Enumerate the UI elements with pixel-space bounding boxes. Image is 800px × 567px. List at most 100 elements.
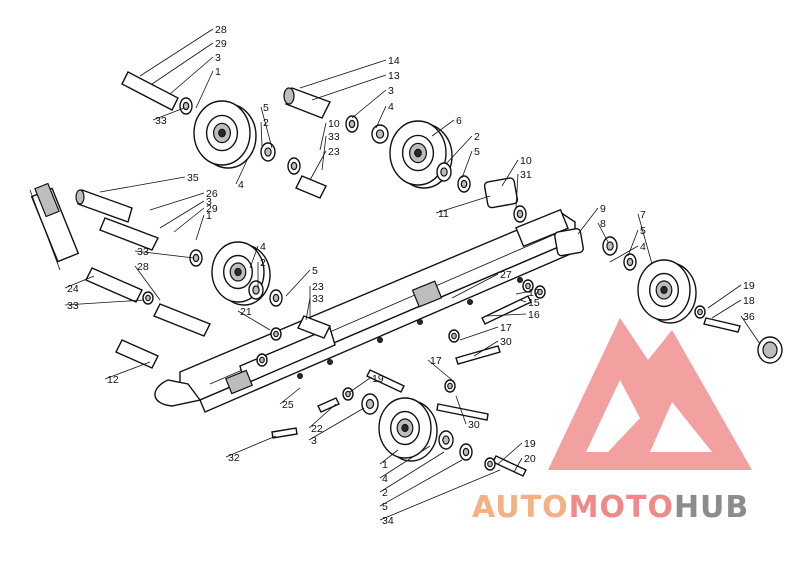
callout-label: 1 <box>215 66 221 78</box>
callout-label: 28 <box>215 24 227 36</box>
callout-5: 5 <box>379 459 463 513</box>
callout-label: 3 <box>388 85 394 97</box>
callout-label: 4 <box>388 101 394 113</box>
washer-7 <box>457 175 471 193</box>
axle-tubes <box>75 71 584 369</box>
washer-22 <box>459 443 473 461</box>
callout-label: 33 <box>155 115 167 127</box>
washer-16 <box>694 305 706 319</box>
callout-23: 23 <box>309 146 340 181</box>
callout-label: 36 <box>743 311 755 323</box>
callout-5: 5 <box>461 146 480 179</box>
washer-17 <box>448 329 460 343</box>
callout-label: 5 <box>263 102 269 114</box>
callout-label: 2 <box>382 487 388 499</box>
callout-label: 33 <box>137 246 149 258</box>
callout-label: 3 <box>215 52 221 64</box>
callout-8: 8 <box>597 218 609 243</box>
washer-20 <box>361 393 379 415</box>
callout-3: 3 <box>169 52 221 95</box>
callout-label: 23 <box>328 146 340 158</box>
washer-5 <box>371 124 389 144</box>
washer-10 <box>269 289 283 307</box>
callout-label: 17 <box>500 322 512 334</box>
callout-33: 33 <box>134 246 195 259</box>
callout-label: 3 <box>206 196 212 208</box>
triangle-logo-icon <box>548 318 752 470</box>
callout-1: 1 <box>379 449 399 471</box>
callout-label: 33 <box>312 293 324 305</box>
callout-label: 11 <box>438 208 449 220</box>
callout-label: 12 <box>107 374 119 386</box>
callout-31: 31 <box>515 169 532 209</box>
callout-label: 27 <box>500 269 512 281</box>
callout-14: 14 <box>299 55 400 89</box>
callout-10: 10 <box>501 155 532 187</box>
callout-label: 1 <box>382 459 388 471</box>
callout-5: 5 <box>260 102 273 149</box>
callout-16: 16 <box>485 309 540 321</box>
callout-13: 13 <box>311 70 400 101</box>
idler-wheel-5 <box>378 397 438 462</box>
callout-3: 3 <box>308 407 365 447</box>
callout-33: 33 <box>305 293 324 321</box>
bolts <box>271 295 741 477</box>
washers <box>142 97 706 471</box>
callout-33: 33 <box>64 299 145 312</box>
washer-23 <box>484 457 496 471</box>
callout-4: 4 <box>249 241 266 269</box>
callout-23: 23 <box>309 281 324 318</box>
callout-label: 18 <box>743 295 755 307</box>
callout-label: 16 <box>528 309 540 321</box>
callout-34: 34 <box>379 469 501 527</box>
callout-7: 7 <box>637 209 653 265</box>
callout-label: 2 <box>263 117 269 129</box>
callout-30: 30 <box>455 395 480 431</box>
callout-label: 29 <box>206 203 218 215</box>
callout-4: 4 <box>379 445 431 485</box>
callout-1: 1 <box>195 210 212 241</box>
callout-label: 4 <box>238 179 244 191</box>
idler-wheel-4 <box>637 259 697 324</box>
callout-25: 25 <box>279 387 301 411</box>
logo-word-auto: AUTO <box>472 490 569 525</box>
callout-label: 33 <box>67 300 79 312</box>
callout-4: 4 <box>375 101 394 129</box>
callout-label: 17 <box>528 287 540 299</box>
callout-20: 20 <box>513 453 536 473</box>
callout-label: 20 <box>524 453 536 465</box>
shock-absorber <box>29 182 80 271</box>
callout-label: 5 <box>312 265 318 277</box>
callout-label: 2 <box>260 257 266 269</box>
washer-6 <box>436 162 452 182</box>
callout-17: 17 <box>515 287 540 299</box>
idler-wheel-1 <box>193 100 257 169</box>
callout-label: 32 <box>228 452 240 464</box>
callout-label: 5 <box>640 225 646 237</box>
callout-label: 33 <box>328 131 340 143</box>
callout-label: 21 <box>240 306 252 318</box>
callout-label: 19 <box>372 373 384 385</box>
callout-label: 34 <box>382 515 394 527</box>
logo-word-hub: HUB <box>674 490 749 525</box>
callout-2: 2 <box>379 451 445 499</box>
end-cap <box>757 336 783 364</box>
callout-30: 30 <box>473 336 512 357</box>
callout-10: 10 <box>319 118 340 151</box>
callout-35: 35 <box>99 172 199 193</box>
callout-label: 5 <box>382 501 388 513</box>
callout-2: 2 <box>257 257 266 288</box>
callout-36: 36 <box>740 311 761 345</box>
callout-27: 27 <box>451 269 512 299</box>
callout-4: 4 <box>235 157 249 191</box>
callout-label: 3 <box>311 435 317 447</box>
washer-3 <box>287 157 301 175</box>
callout-label: 2 <box>474 131 480 143</box>
callout-label: 19 <box>524 438 536 450</box>
washer-25 <box>256 353 268 367</box>
callout-33: 33 <box>152 107 185 127</box>
callout-15: 15 <box>519 297 540 309</box>
callout-label: 15 <box>528 297 540 309</box>
callout-label: 26 <box>206 188 218 200</box>
